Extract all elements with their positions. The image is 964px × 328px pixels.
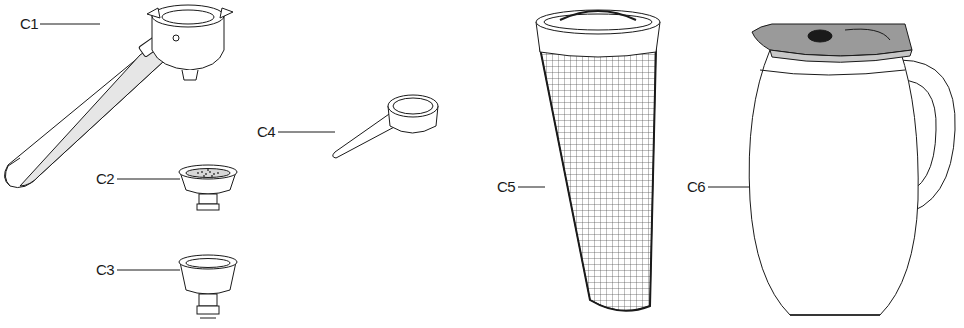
callout-number: C1 xyxy=(20,16,38,32)
leader-line xyxy=(518,187,545,188)
portafilter xyxy=(4,5,233,188)
callout-number: C4 xyxy=(257,124,275,140)
leader-line xyxy=(117,270,180,271)
callout-number: C3 xyxy=(96,262,114,278)
filter-basket-single xyxy=(179,165,237,210)
leader-line xyxy=(117,179,180,180)
leader-line xyxy=(278,132,335,133)
callout-number: C2 xyxy=(96,171,114,187)
callout-number: C6 xyxy=(687,179,705,195)
filter-basket-double xyxy=(179,255,237,318)
callout-number: C5 xyxy=(497,179,515,195)
mesh-filter xyxy=(536,10,660,311)
leader-line xyxy=(40,24,100,25)
measuring-scoop xyxy=(333,95,438,158)
glass-carafe xyxy=(749,24,955,315)
